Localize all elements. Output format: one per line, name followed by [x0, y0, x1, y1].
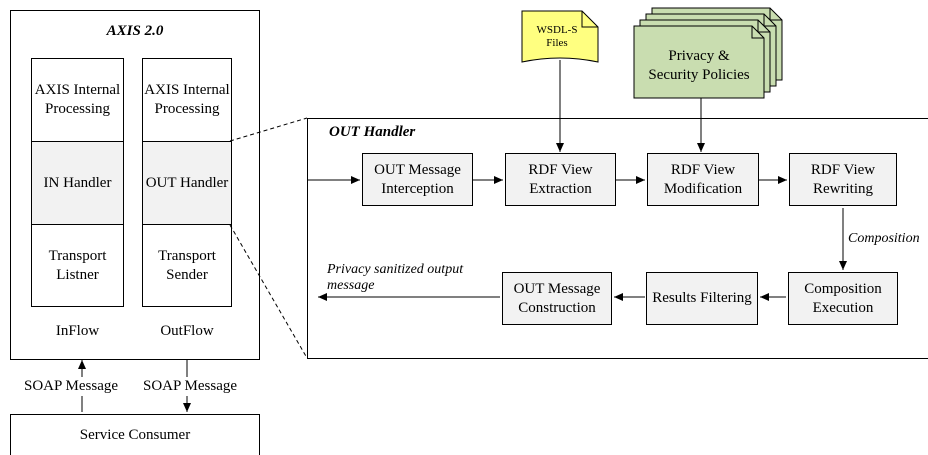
- soap-message-out-label: SOAP Message: [133, 377, 247, 396]
- transport-listner: Transport Listner: [48, 247, 107, 283]
- out-stack: AXIS Internal Processing OUT Handler Tra…: [142, 58, 232, 307]
- policy-doc-stack: [633, 7, 783, 99]
- wsdl-file-shape: [521, 10, 599, 63]
- out-message-interception-box: OUT Message Interception: [362, 153, 473, 206]
- axis-title: AXIS 2.0: [106, 23, 164, 39]
- zoom-line-top: [229, 117, 308, 142]
- service-consumer-box: Service Consumer: [10, 414, 260, 455]
- output-message-label: Privacy sanitized output message: [327, 262, 464, 293]
- soap-message-in-label: SOAP Message: [14, 377, 128, 396]
- out-message-construction-box: OUT Message Construction: [502, 272, 612, 325]
- composition-label: Composition: [848, 231, 920, 246]
- wsdl-files-label: WSDL-S Files: [536, 24, 578, 49]
- outflow-label: OutFlow: [160, 323, 214, 339]
- rdf-view-rewriting-box: RDF View Rewriting: [789, 153, 897, 206]
- results-filtering-box: Results Filtering: [646, 272, 758, 325]
- transport-sender: Transport Sender: [158, 247, 216, 283]
- rdf-view-extraction-box: RDF View Extraction: [505, 153, 616, 206]
- out-handler-cell: OUT Handler: [143, 141, 231, 225]
- in-handler: IN Handler: [32, 141, 123, 225]
- inflow-label: InFlow: [55, 323, 100, 339]
- out-handler-title: OUT Handler: [329, 124, 416, 140]
- in-axis-processing: AXIS Internal Processing: [34, 82, 121, 117]
- out-handler-panel: [307, 118, 928, 359]
- in-stack: AXIS Internal Processing IN Handler Tran…: [31, 58, 124, 307]
- out-axis-processing: AXIS Internal Processing: [144, 82, 230, 117]
- policies-label: Privacy & Security Policies: [648, 48, 750, 83]
- axis-container: [10, 10, 260, 360]
- rdf-view-modification-box: RDF View Modification: [647, 153, 759, 206]
- zoom-line-bottom: [229, 224, 308, 359]
- composition-execution-box: Composition Execution: [788, 272, 898, 325]
